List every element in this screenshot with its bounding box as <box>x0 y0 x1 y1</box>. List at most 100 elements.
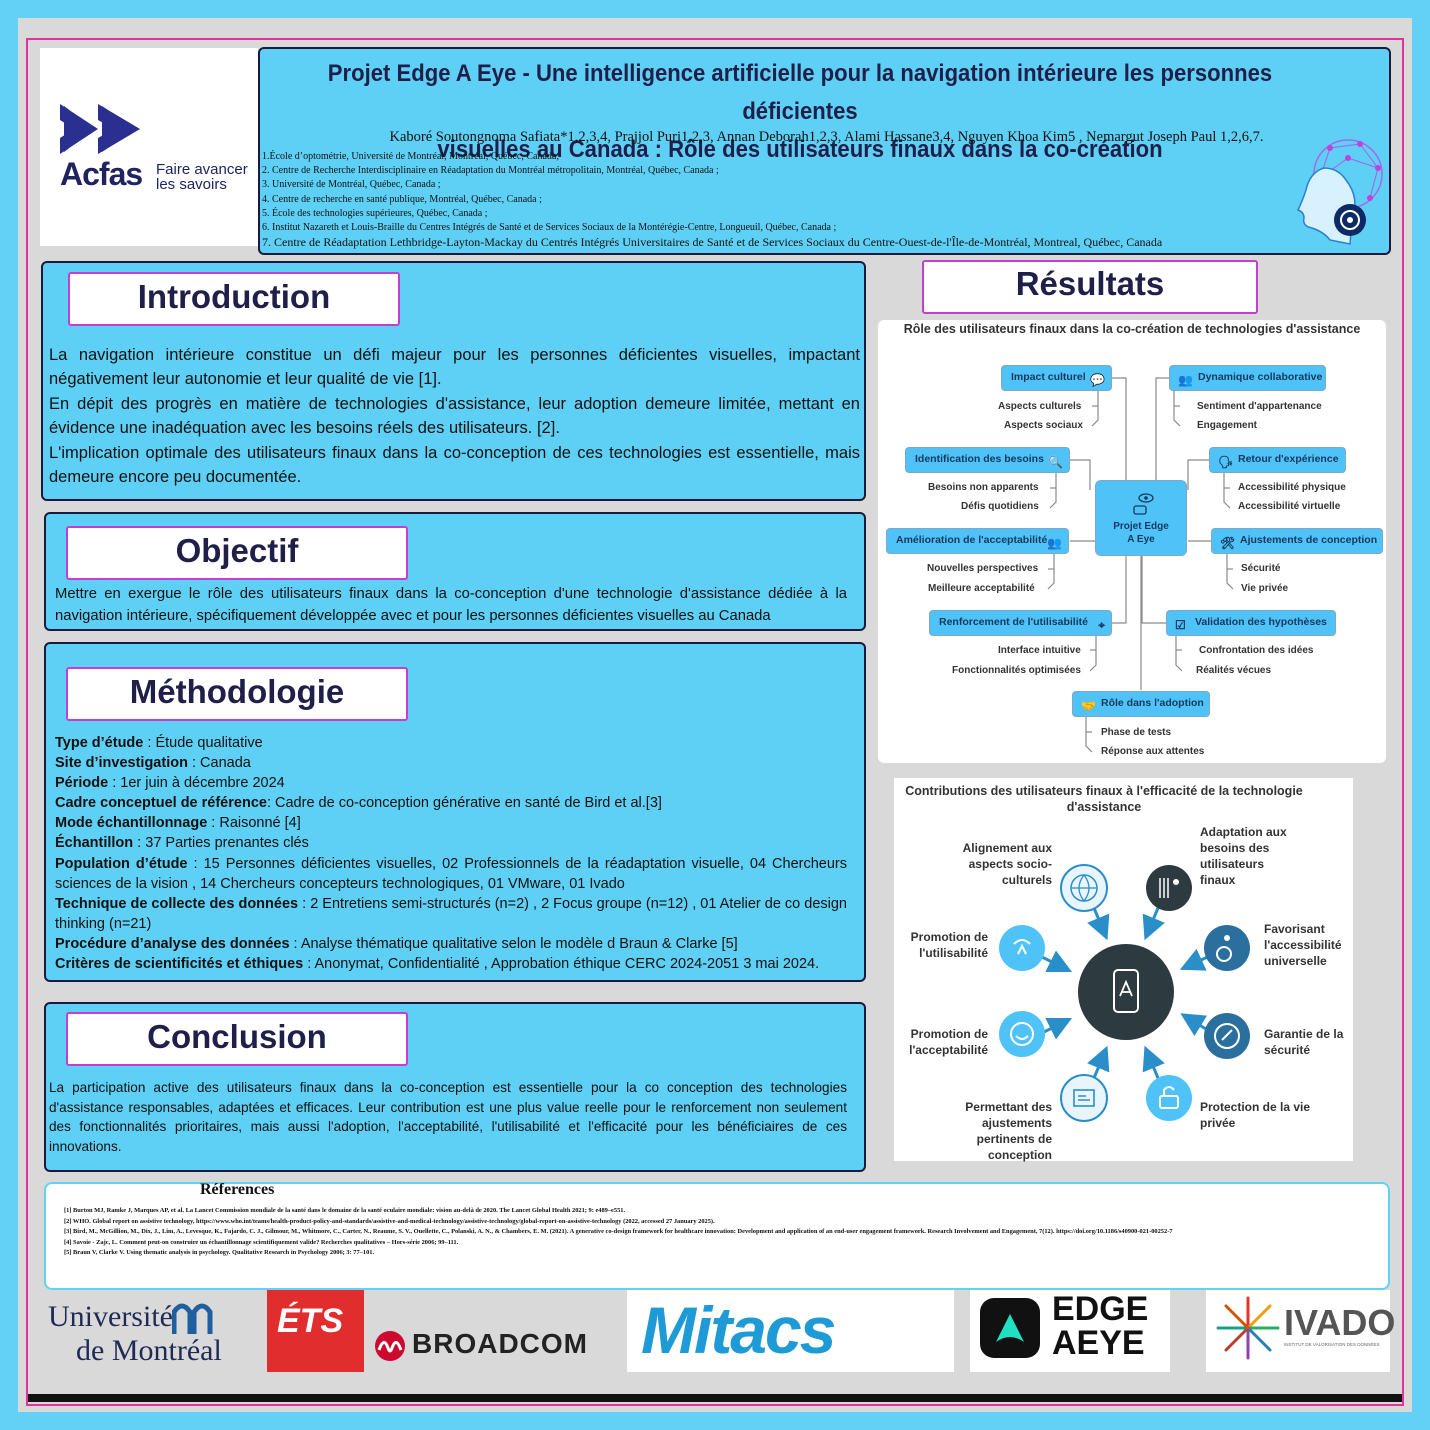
introduction-paragraph: La navigation intérieure constitue un dé… <box>49 346 860 389</box>
methodologie-item: Période : 1er juin à décembre 2024 <box>55 775 285 792</box>
ivado-burst-icon <box>1216 1296 1280 1360</box>
mindmap-center-label: Projet Edge A Eye <box>1113 521 1169 545</box>
reference-item: [4] Savoie - Zajc, L. Comment peut-on co… <box>64 1238 459 1246</box>
affiliation-item: 3. Université de Montréal, Québec, Canad… <box>262 179 441 191</box>
acfas-logo: Acfas Faire avancer les savoirs <box>40 48 258 246</box>
smartphone-icon <box>1113 969 1139 1013</box>
affiliation-item: 5. École des technologies supérieures, Q… <box>262 207 488 219</box>
methodologie-heading: Méthodologie <box>66 667 408 721</box>
mindmap-node-retour-experience: 🗣Retour d'expérience <box>1209 447 1346 473</box>
mitacs-logo: Mitacs <box>627 1290 954 1372</box>
mindmap-node-validation-hypotheses: ☑Validation des hypothèses <box>1166 610 1336 636</box>
methodologie-item: Technique de collecte des données : 2 En… <box>55 895 847 932</box>
mindmap-leaf: Nouvelles perspectives <box>927 563 1039 574</box>
acfas-tagline-1: Faire avancer <box>156 161 248 178</box>
contribution-label: Garantie de la sécurité <box>1264 1027 1344 1057</box>
mindmap-leaf: Besoins non apparents <box>928 482 1039 493</box>
mindmap-leaf: Fonctionnalités optimisées <box>952 665 1081 676</box>
feedback-icon: 🗣 <box>1218 455 1234 469</box>
mindmap-leaf: Aspects sociaux <box>1004 420 1083 431</box>
contributions-title: Contributions des utilisateurs finaux à … <box>894 783 1314 815</box>
reference-item: [1] Burton MJ, Ramke J, Marques AP, et a… <box>64 1207 626 1214</box>
reference-item: [5] Braun V, Clarke V. Using thematic an… <box>64 1249 375 1257</box>
mindmap-node-dynamique-collaborative: 👥Dynamique collaborative <box>1169 365 1326 391</box>
methodologie-item: Mode échantillonnage : Raisonné [4] <box>55 815 301 832</box>
mindmap-center-node: Projet Edge A Eye <box>1095 480 1187 556</box>
contribution-label: Favorisant l'accessibilité universelle <box>1264 922 1342 968</box>
mindmap-leaf: Sentiment d'appartenance <box>1197 401 1322 412</box>
globe-icon <box>1060 864 1108 912</box>
methodologie-list: Type d’étude : Étude qualitative Site d’… <box>55 733 847 974</box>
accessibility-icon <box>1204 925 1250 971</box>
objectif-heading: Objectif <box>66 526 408 580</box>
methodologie-item: Type d’étude : Étude qualitative <box>55 735 263 751</box>
acfas-wordmark: Acfas <box>60 156 143 192</box>
edge-wordmark: EDGE <box>1052 1290 1149 1328</box>
mindmap-leaf: Confrontation des idées <box>1199 645 1314 656</box>
mindmap-leaf: Accessibilité virtuelle <box>1238 501 1341 512</box>
acfas-tagline-2: les savoirs <box>156 176 227 193</box>
udem-logo-line-2: de Montréal <box>76 1334 222 1367</box>
mindmap-node-role-adoption: 🤝Rôle dans l'adoption <box>1072 691 1210 717</box>
poster-title-line-1: Projet Edge A Eye - Une intelligence art… <box>327 60 1273 125</box>
eye-hand-icon <box>1133 493 1154 515</box>
ai-head-icon <box>1296 139 1383 245</box>
mindmap-node-identification-besoins: Identification des besoins🔍 <box>905 447 1070 473</box>
objectif-text: Mettre en exergue le rôle des utilisateu… <box>55 586 847 624</box>
affiliation-item: 7. Centre de Réadaptation Lethbridge-Lay… <box>262 235 1163 250</box>
conclusion-text: La participation active des utilisateurs… <box>49 1080 847 1154</box>
design-adjust-icon <box>1060 1074 1108 1122</box>
contributions-diagram <box>999 864 1250 1122</box>
mindmap-node-impact-culturel: Impact culturel💬 <box>1001 365 1112 391</box>
contribution-label: Permettant des ajustements pertinents de… <box>965 1100 1052 1162</box>
contributions-title-line-1: Contributions des utilisateurs finaux à … <box>905 784 1303 798</box>
broadcom-logo: BROADCOM <box>364 1290 619 1372</box>
ivado-logo: IVADO INSTITUT DE VALORISATION DES DONNÉ… <box>1206 1290 1395 1372</box>
contribution-label: Promotion de l'utilisabilité <box>910 930 988 960</box>
reference-item: [3] Bird, M., McGillion, M., Dix, J., Li… <box>64 1228 1173 1236</box>
mindmap-leaf: Phase de tests <box>1101 727 1172 738</box>
mindmap-leaf: Aspects culturels <box>998 401 1082 412</box>
mindmap-leaf: Sécurité <box>1241 563 1281 574</box>
methodologie-item: Procédure d’analyse des données : Analys… <box>55 935 738 952</box>
references-panel <box>44 1182 1390 1290</box>
focus-icon: ⌖ <box>1098 618 1105 632</box>
mindmap-leaf: Réalités vécues <box>1196 665 1272 676</box>
ivado-subtitle: INSTITUT DE VALORISATION DES DONNÉES <box>1284 1342 1380 1347</box>
contribution-label: Protection de la vie privée <box>1200 1100 1311 1130</box>
acfas-chevrons-icon <box>60 104 140 154</box>
methodologie-item: Site d’investigation : Canada <box>55 755 251 772</box>
udem-arches-icon <box>172 1303 213 1334</box>
security-shield-icon <box>1204 1013 1250 1059</box>
conclusion-panel <box>44 1002 866 1172</box>
checklist-icon: ☑ <box>1175 618 1186 632</box>
acfas-tagline: Faire avancer les savoirs <box>156 162 248 192</box>
mitacs-wordmark: Mitacs <box>641 1293 836 1367</box>
methodologie-item: Population d’étude : 15 Personnes défici… <box>55 855 847 892</box>
smile-icon <box>999 1011 1045 1057</box>
title-panel: Projet Edge A Eye - Une intelligence art… <box>258 47 1391 255</box>
mindmap-leaf: Interface intuitive <box>998 645 1081 656</box>
methodologie-item: Cadre conceptuel de référence: Cadre de … <box>55 795 662 812</box>
mindmap-leaf: Meilleure acceptabilité <box>928 583 1035 594</box>
broadcom-mark-icon <box>375 1331 405 1361</box>
group-icon: 👥 <box>1178 373 1193 387</box>
mindmap-title: Rôle des utilisateurs finaux dans la co-… <box>903 322 1361 336</box>
introduction-heading: Introduction <box>68 272 400 326</box>
reference-item: [2] WHO. Global report on assistive tech… <box>64 1217 715 1225</box>
references-list: [1] Burton MJ, Ramke J, Marques AP, et a… <box>64 1206 1356 1259</box>
touch-hand-icon <box>999 925 1045 971</box>
mindmap-node-renforcement-utilisabilite: Renforcement de l'utilisabilité⌖ <box>929 610 1112 636</box>
chat-icon: 💬 <box>1090 373 1105 387</box>
mindmap-leaf: Réponse aux attentes <box>1101 746 1205 757</box>
introduction-paragraph: En dépit des progrès en matière de techn… <box>49 394 860 438</box>
mindmap-leaf: Accessibilité physique <box>1238 482 1346 493</box>
ivado-wordmark: IVADO <box>1284 1302 1396 1343</box>
contribution-label: Alignement aux aspects socio-culturels <box>962 841 1052 887</box>
poster-title: Projet Edge A Eye - Une intelligence art… <box>322 55 1279 169</box>
references-heading: Réferences <box>200 1181 275 1198</box>
edge-a-eye-logo: EDGE AEYE <box>970 1290 1170 1372</box>
ets-wordmark: ÉTS <box>277 1302 344 1340</box>
conclusion-heading: Conclusion <box>66 1012 408 1066</box>
affiliation-item: 2. Centre de Recherche Interdisciplinair… <box>262 165 719 177</box>
